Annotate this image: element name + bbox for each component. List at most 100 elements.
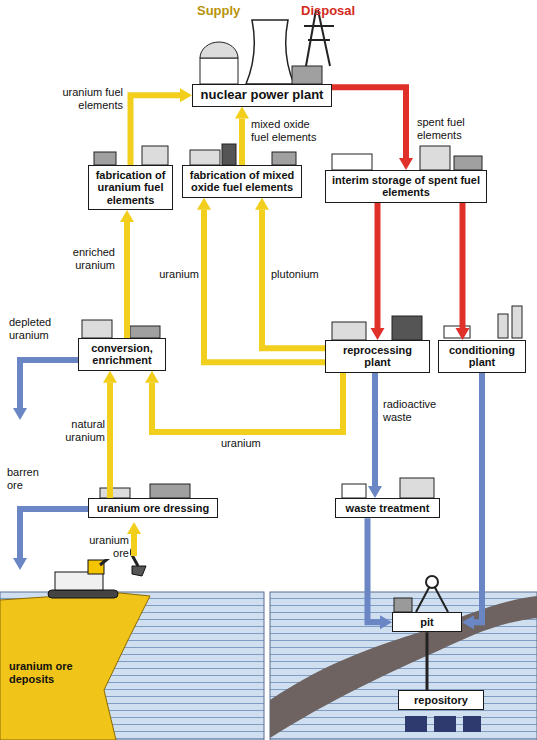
box-text: waste treatment <box>340 502 435 514</box>
building-icons-part <box>512 306 522 338</box>
side-arrows-part <box>20 360 78 408</box>
section-heading: Disposal <box>300 4 372 19</box>
building-icons-part <box>420 146 450 170</box>
flow-label: plutonium <box>270 268 332 281</box>
building-icons-part <box>332 322 366 340</box>
power-plant-icon-part <box>306 10 316 66</box>
ground-strata-part <box>0 592 264 740</box>
power-plant-icon-part <box>308 39 330 41</box>
building-icons-part <box>222 144 236 165</box>
flow-label: natural uranium <box>30 418 106 443</box>
flow-label: uranium fuel elements <box>60 86 124 111</box>
building-icons-part <box>142 146 168 165</box>
ore-deposit-part <box>0 592 150 740</box>
building-icons-part <box>272 152 296 165</box>
side-arrows <box>20 360 134 558</box>
flow-arrow <box>131 95 181 165</box>
building-icons-part <box>392 316 422 340</box>
building-icons-part <box>400 478 434 498</box>
headframe-part <box>394 598 412 612</box>
box-text: pit <box>397 616 457 628</box>
excavator-part <box>55 572 103 590</box>
box-text: fabrication of uranium fuel elements <box>93 169 168 206</box>
ground-strata-part <box>270 592 537 740</box>
box-text: uranium ore dressing <box>93 502 213 514</box>
side-arrows-part <box>131 534 137 556</box>
rock-vein <box>270 596 537 738</box>
process-box: conditioning plant <box>438 340 526 373</box>
building-icons-part <box>444 326 470 338</box>
flow-arrow <box>332 87 406 158</box>
repository-box: repository <box>398 690 484 710</box>
building-icons-part <box>190 150 220 165</box>
box-text: fabrication of mixed oxide fuel elements <box>187 169 297 194</box>
pit-box: pit <box>392 612 462 632</box>
headframe <box>394 576 448 612</box>
headframe-part <box>426 576 438 588</box>
flow-arrow <box>124 222 130 338</box>
excavator-part <box>132 566 146 576</box>
flow-label: enriched uranium <box>36 246 116 271</box>
process-box: uranium ore dressing <box>88 498 218 518</box>
deposit-label: uranium ore deposits <box>8 660 90 685</box>
power-plant-icon-part <box>292 66 322 84</box>
flow-arrow <box>474 373 482 623</box>
flow-label: barren ore <box>6 466 54 491</box>
power-plant-icon <box>200 10 334 84</box>
box-text: conditioning plant <box>443 344 521 369</box>
flow-arrow <box>152 373 343 432</box>
box-text: conversion, enrichment <box>83 342 161 367</box>
flow-label: mixed oxide fuel elements <box>250 118 324 143</box>
section-heading: Supply <box>196 4 258 19</box>
plant-box: nuclear power plant <box>192 84 332 107</box>
flow-arrow <box>372 373 378 486</box>
flow-arrow <box>460 203 466 328</box>
power-plant-icon-part <box>304 25 334 27</box>
flow-label: uranium <box>148 268 200 281</box>
flow-label: radioactive waste <box>382 398 450 423</box>
building-icons-part <box>82 320 112 338</box>
box-text: interim storage of spent fuel elements <box>330 174 482 199</box>
storage-box: interim storage of spent fuel elements <box>325 170 487 203</box>
building-icons-part <box>332 154 372 170</box>
box-text: nuclear power plant <box>197 88 327 103</box>
ore-deposit <box>0 592 150 740</box>
building-icons-part <box>454 156 482 170</box>
repository-chambers-part <box>405 716 427 732</box>
building-icons-part <box>342 484 366 498</box>
flow-arrow <box>239 119 245 165</box>
excavator-part <box>48 590 118 598</box>
flow-label: uranium ore <box>70 534 130 559</box>
flow-arrow <box>107 383 113 498</box>
ground-strata <box>0 592 537 740</box>
box-text: repository <box>403 694 479 706</box>
process-box: conversion, enrichment <box>78 338 166 371</box>
flow-arrow <box>204 210 325 363</box>
building-icons-part <box>100 488 130 498</box>
flow-arrow <box>368 518 381 622</box>
flow-label: depleted uranium <box>8 316 76 341</box>
power-plant-icon-part <box>318 10 330 66</box>
power-plant-icon-part <box>246 20 294 84</box>
repository-chambers <box>405 716 481 732</box>
process-box: reprocessing plant <box>325 340 430 373</box>
process-box: fabrication of uranium fuel elements <box>88 165 173 210</box>
process-box: fabrication of mixed oxide fuel elements <box>182 165 302 198</box>
building-icons-part <box>130 326 160 338</box>
box-text: reprocessing plant <box>330 344 425 369</box>
process-box: waste treatment <box>335 498 440 518</box>
building-icons-part <box>150 484 190 498</box>
flow-label: spent fuel elements <box>416 116 480 141</box>
power-plant-icon-part <box>200 42 238 58</box>
building-icons-part <box>498 314 508 338</box>
power-plant-icon-part <box>200 58 238 84</box>
shaft-line <box>426 632 429 690</box>
repository-chambers-part <box>434 716 456 732</box>
flow-label: uranium <box>220 437 282 450</box>
rock-vein-part <box>270 596 537 738</box>
repository-chambers-part <box>463 716 481 732</box>
building-icons-part <box>94 152 116 165</box>
building-icons <box>82 144 522 498</box>
flow-arrow <box>375 203 381 328</box>
